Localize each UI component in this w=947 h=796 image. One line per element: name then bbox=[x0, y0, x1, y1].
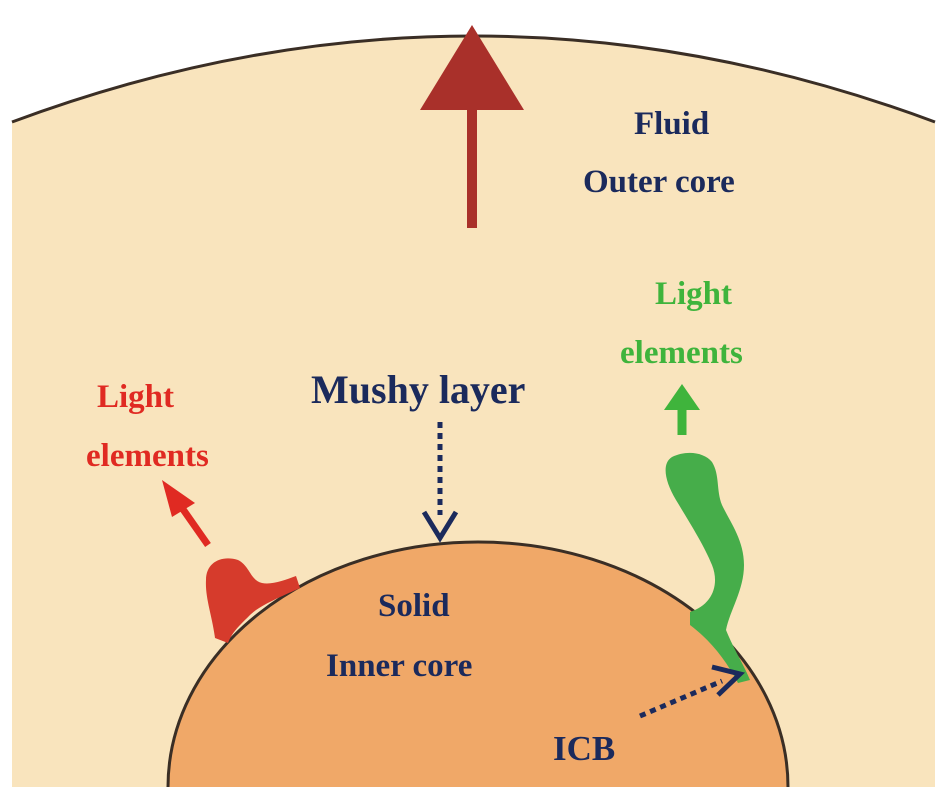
red-arrow bbox=[162, 480, 211, 548]
fluid-label: Fluid bbox=[634, 106, 710, 142]
solid-label: Solid bbox=[378, 588, 450, 624]
inner-core-boundary bbox=[166, 540, 790, 788]
green-arrow bbox=[664, 384, 700, 435]
red-plume bbox=[205, 558, 300, 643]
icb-label: ICB bbox=[553, 729, 616, 768]
inner-core-label: Inner core bbox=[326, 648, 473, 684]
light-elements-red-line1: Light bbox=[97, 379, 175, 415]
light-elements-green-line2: elements bbox=[620, 335, 743, 371]
upward-flow-arrow bbox=[420, 25, 524, 228]
mushy-layer-label: Mushy layer bbox=[311, 367, 526, 412]
outer-core-label: Outer core bbox=[583, 164, 735, 200]
green-plume bbox=[665, 452, 750, 683]
icb-arrow bbox=[639, 664, 746, 719]
light-elements-green-line1: Light bbox=[655, 276, 733, 312]
inner-core-region bbox=[168, 542, 788, 787]
mushy-layer-arrow bbox=[421, 422, 459, 543]
light-elements-red-line2: elements bbox=[86, 438, 209, 474]
